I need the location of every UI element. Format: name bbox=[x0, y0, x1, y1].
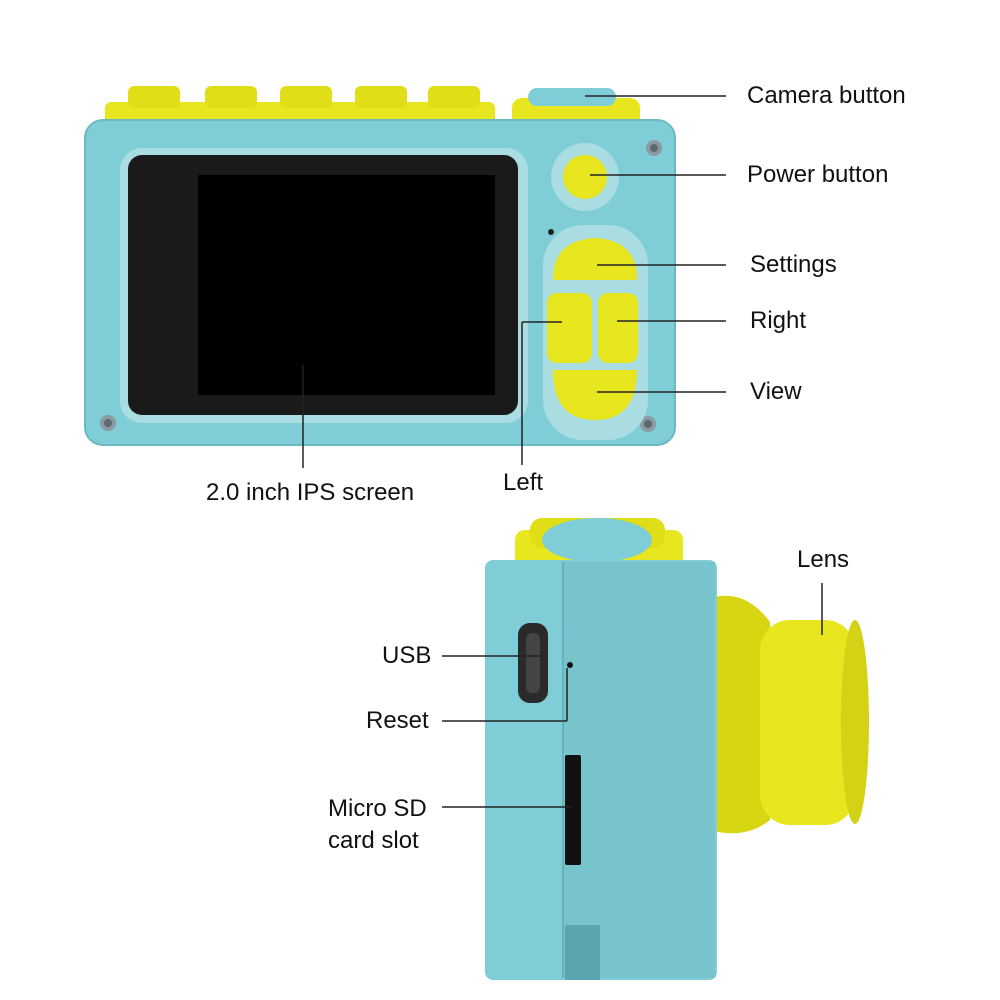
settings-button-shape bbox=[553, 238, 637, 280]
label-micro-sd-line2: card slot bbox=[328, 827, 419, 854]
label-screen: 2.0 inch IPS screen bbox=[206, 479, 415, 506]
label-left: Left bbox=[503, 469, 544, 496]
label-lens: Lens bbox=[797, 546, 850, 573]
front-view-camera bbox=[84, 86, 676, 446]
label-settings: Settings bbox=[750, 251, 837, 278]
side-view-camera bbox=[485, 518, 869, 980]
leader-lines bbox=[302, 95, 823, 808]
reset-hole-shape bbox=[567, 662, 573, 668]
label-micro-sd-line1: Micro SD bbox=[328, 795, 427, 822]
screen-display bbox=[198, 175, 495, 395]
label-right: Right bbox=[750, 307, 807, 334]
label-camera-button: Camera button bbox=[747, 82, 906, 109]
power-button-shape bbox=[563, 155, 607, 199]
label-usb: USB bbox=[382, 642, 432, 669]
view-button-shape bbox=[553, 370, 637, 420]
label-reset: Reset bbox=[366, 707, 429, 734]
left-button-shape bbox=[547, 293, 592, 363]
sd-slot-shape bbox=[565, 755, 581, 865]
screw-icon bbox=[100, 140, 662, 432]
label-view: View bbox=[750, 378, 802, 405]
lens-shape bbox=[710, 595, 869, 834]
right-button-shape bbox=[598, 293, 638, 363]
label-power-button: Power button bbox=[747, 161, 889, 188]
